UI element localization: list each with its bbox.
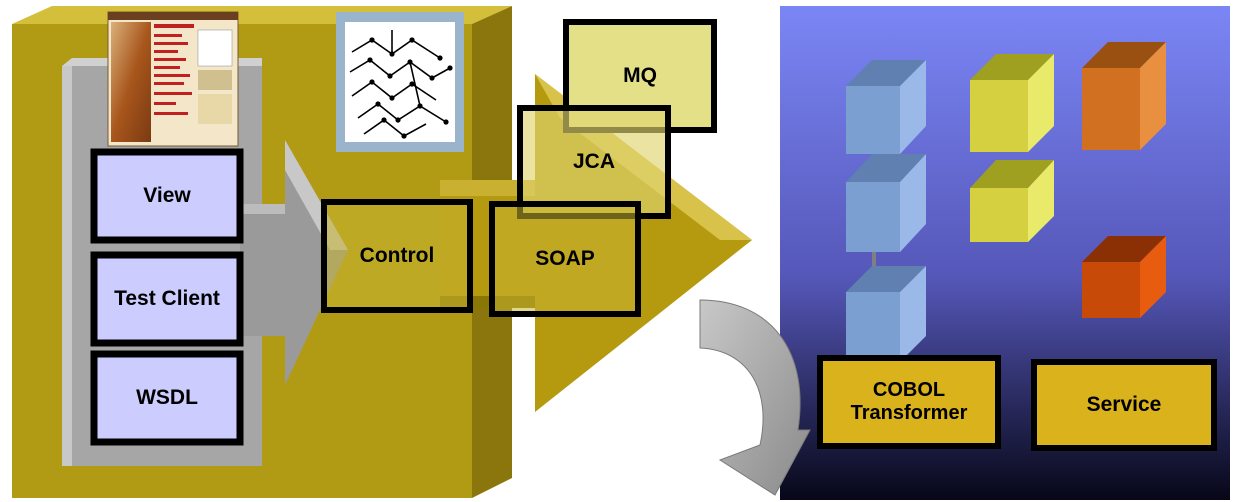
cobol-transformer-label: COBOL Transformer xyxy=(850,379,968,424)
wsdl-label: WSDL xyxy=(136,385,198,409)
mq-label: MQ xyxy=(623,63,657,87)
service-box xyxy=(1031,359,1217,451)
wsdl-box xyxy=(90,350,244,446)
web-page-screenshot xyxy=(107,11,239,147)
test-client-box xyxy=(90,251,244,347)
cube-yellow-top xyxy=(970,54,1054,152)
curved-return-arrow xyxy=(699,299,811,496)
cube-orange xyxy=(1082,42,1166,150)
cobol-transformer-box xyxy=(817,355,1001,449)
control-label: Control xyxy=(359,243,435,267)
cube-yellow-mid xyxy=(970,160,1054,242)
soap-box xyxy=(489,201,641,317)
view-label: View xyxy=(143,183,191,207)
control-box xyxy=(321,199,473,313)
cube-red-orange xyxy=(1082,236,1166,318)
service-label: Service xyxy=(1086,392,1162,416)
view-box xyxy=(90,148,244,244)
soap-label: SOAP xyxy=(535,246,595,270)
jca-box xyxy=(517,105,671,219)
circuit-icon xyxy=(336,12,464,152)
cube-stack-blue xyxy=(846,60,926,362)
jca-label: JCA xyxy=(572,149,615,173)
test-client-label: Test Client xyxy=(114,286,220,310)
